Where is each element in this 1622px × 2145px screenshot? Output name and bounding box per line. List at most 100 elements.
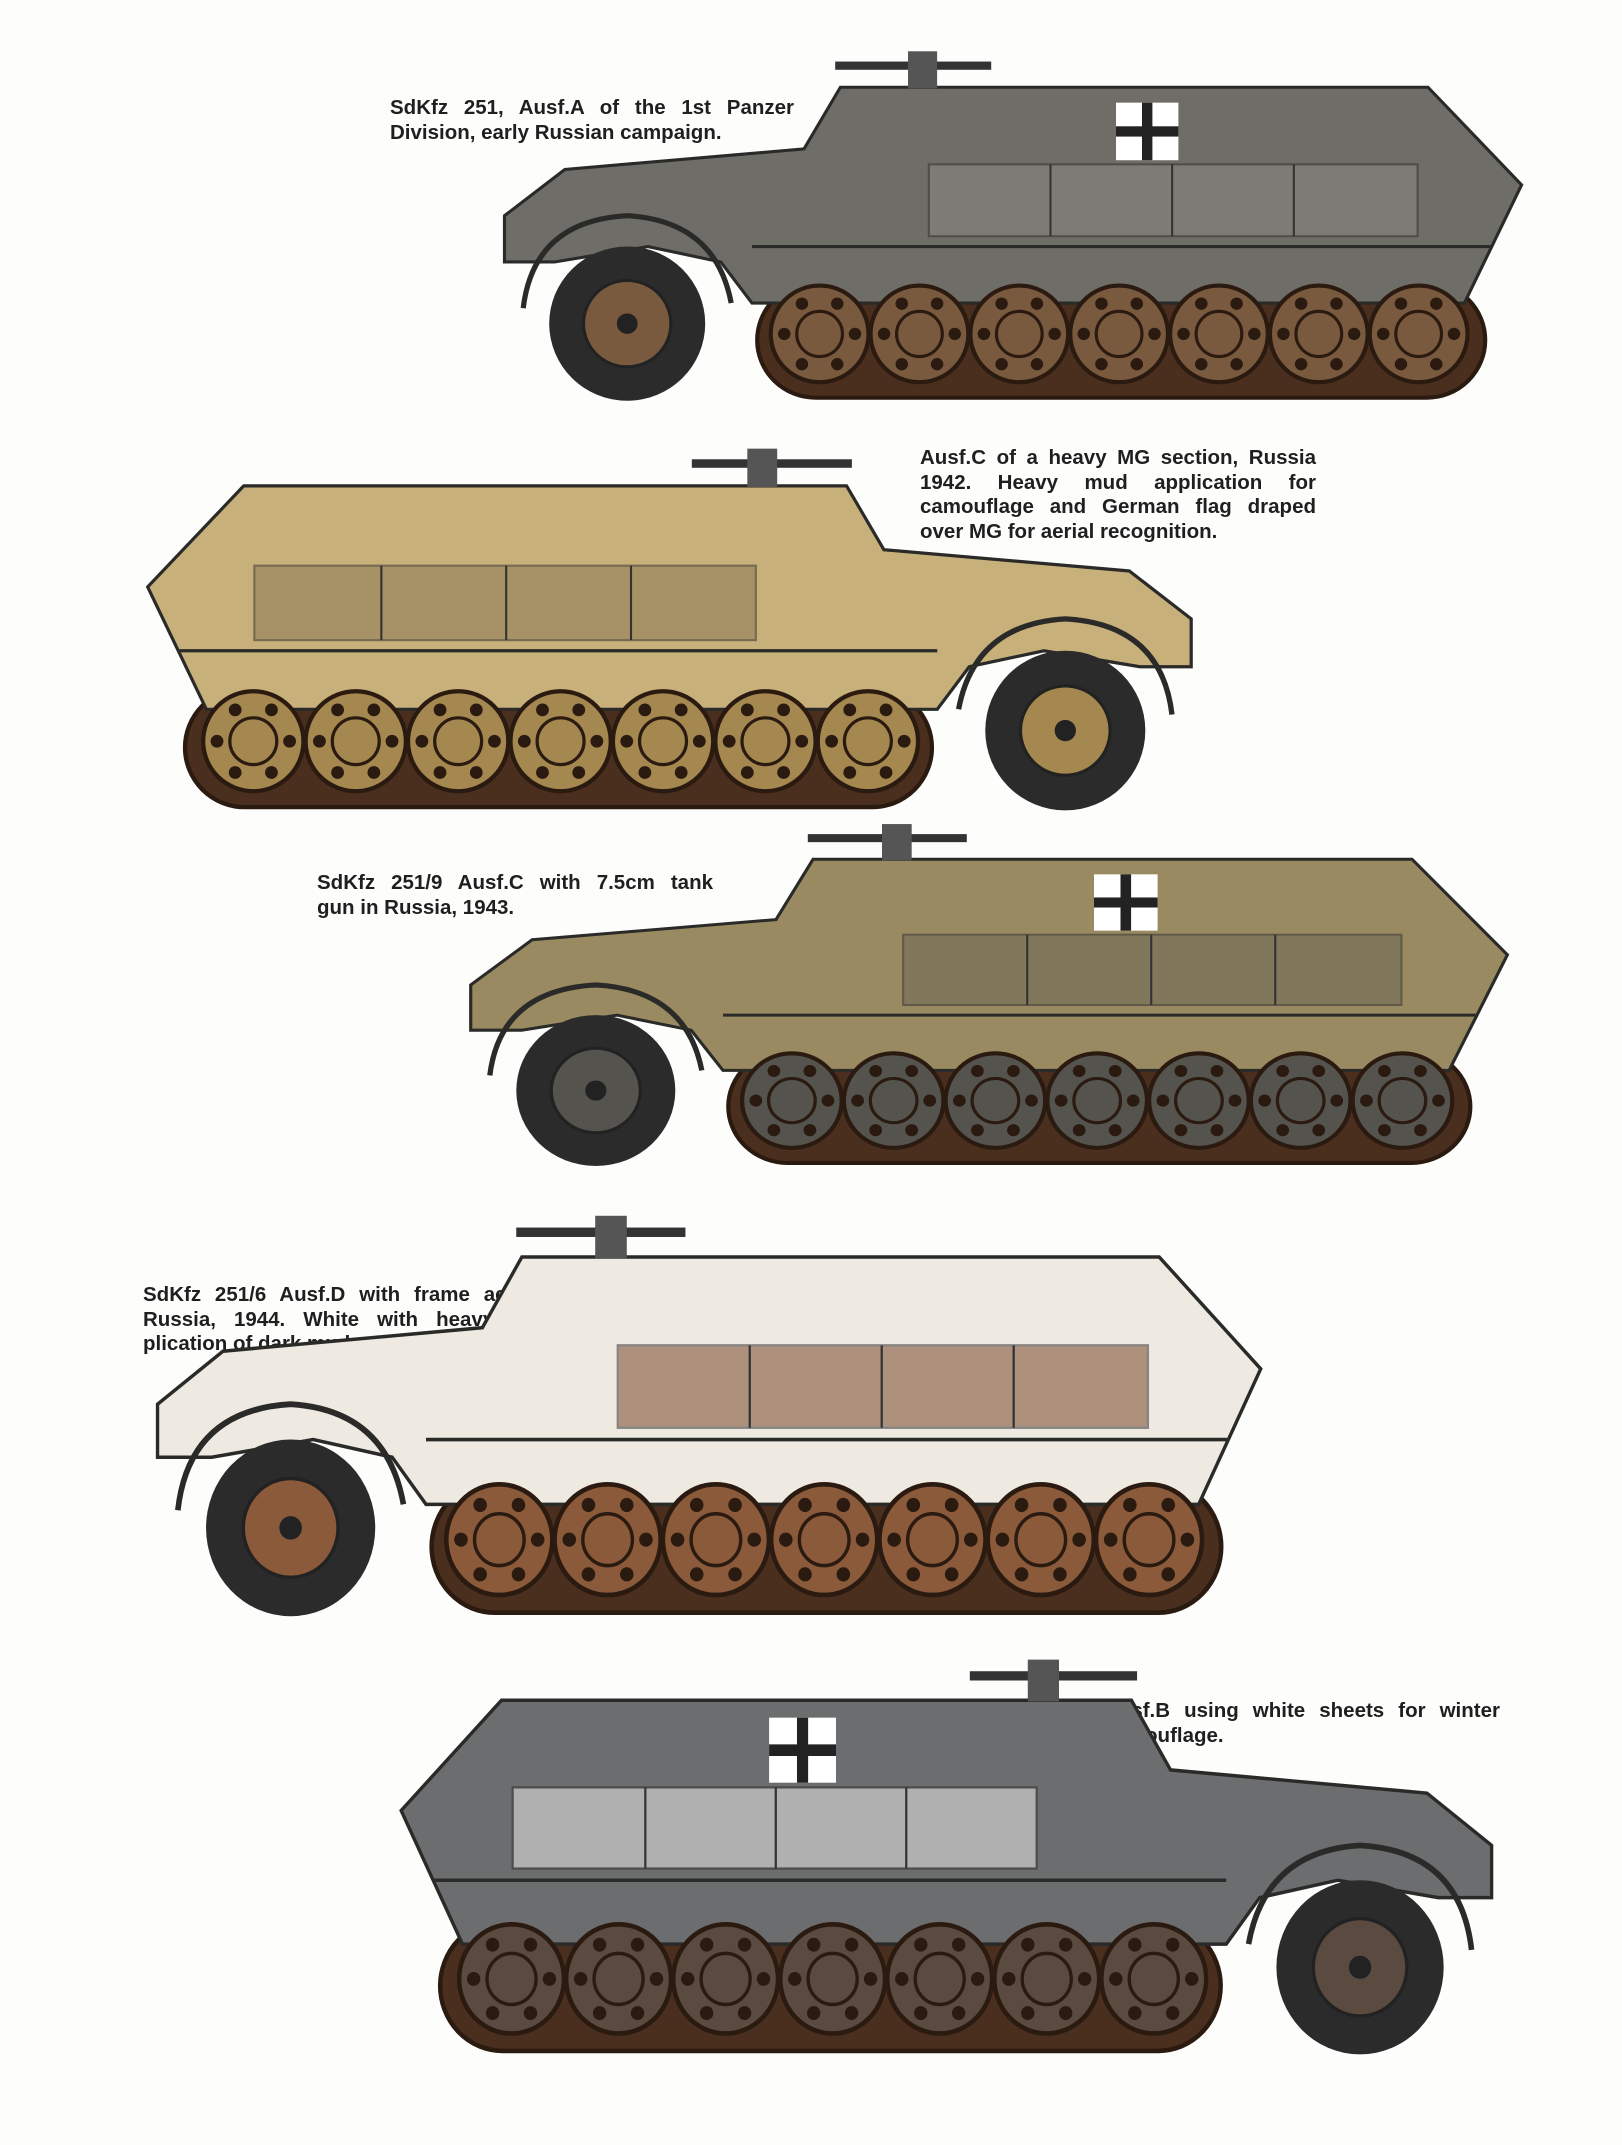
road-wheel-hole xyxy=(844,2006,859,2021)
road-wheel-hole xyxy=(747,1532,762,1547)
road-wheel-hole xyxy=(313,734,326,748)
road-wheel-hole xyxy=(620,1567,634,1582)
road-wheel-hole xyxy=(228,703,242,717)
road-wheel-hole xyxy=(1072,1124,1086,1137)
road-wheel-hole xyxy=(995,358,1008,371)
road-wheel-hole xyxy=(1130,358,1144,371)
road-wheel-hole xyxy=(228,766,242,779)
road-wheel-hole xyxy=(756,1971,771,1986)
road-wheel-rim xyxy=(1275,1076,1326,1125)
road-wheel-hole xyxy=(906,1497,921,1513)
halftrack-drawing xyxy=(399,1659,1494,2055)
road-wheel-hole xyxy=(825,734,839,748)
road-wheel-hole xyxy=(485,1937,500,1952)
halftrack-group xyxy=(155,1215,1263,1617)
road-wheel-hole xyxy=(1414,1124,1427,1137)
road-wheel-hole xyxy=(879,766,893,779)
road-wheel-hole xyxy=(1054,1094,1068,1107)
road-wheel-hole xyxy=(592,1937,607,1952)
road-wheel-hole xyxy=(674,703,688,717)
road-wheel-rim xyxy=(1127,1951,1180,2007)
road-wheel-hole xyxy=(1130,297,1144,310)
road-wheel-rim xyxy=(581,1511,635,1568)
road-wheel-hole xyxy=(1210,1124,1224,1137)
road-wheel-hole xyxy=(722,734,736,748)
road-wheel-hole xyxy=(1330,297,1343,310)
road-wheel-hole xyxy=(1195,358,1208,371)
road-wheel-hole xyxy=(930,358,944,371)
road-wheel-hole xyxy=(737,1937,752,1952)
road-wheel-rim xyxy=(970,1076,1021,1125)
road-wheel-hole xyxy=(1177,327,1190,341)
halftrack-illustration-5 xyxy=(390,1648,1505,2066)
road-wheel-hole xyxy=(895,297,908,310)
road-wheel-hole xyxy=(848,327,862,341)
road-wheel-hole xyxy=(1014,1567,1029,1582)
road-wheel-hole xyxy=(803,1064,817,1078)
road-wheel-hole xyxy=(877,327,891,341)
road-wheel-hole xyxy=(536,766,549,779)
road-wheel-hole xyxy=(1109,1971,1123,1986)
road-wheel-rim xyxy=(868,1076,919,1125)
caption-line: SdKfz 251/6 Ausf.D with frame aerial, xyxy=(143,1283,543,1306)
road-wheel-hole xyxy=(536,703,549,717)
halftrack-illustration-1 xyxy=(492,41,1532,411)
road-wheel-hole xyxy=(692,734,706,748)
road-wheel-hole xyxy=(1128,1937,1142,1952)
road-wheel-hole xyxy=(1156,1094,1170,1107)
road-wheel-hole xyxy=(511,1497,526,1513)
road-wheel-hole xyxy=(740,703,754,717)
halftrack-drawing xyxy=(155,1215,1263,1617)
road-wheel-hole xyxy=(433,703,447,717)
road-wheel-rim xyxy=(1020,1951,1073,2007)
road-wheel-hole xyxy=(581,1567,596,1582)
road-wheel-hole xyxy=(1007,1064,1020,1078)
road-wheel-hole xyxy=(807,1937,821,1952)
road-wheel-hole xyxy=(788,1971,802,1986)
road-wheel-hole xyxy=(964,1532,978,1547)
road-wheel-hole xyxy=(530,1532,545,1547)
road-wheel-hole xyxy=(469,703,483,717)
road-wheel-hole xyxy=(895,358,908,371)
road-wheel-rim xyxy=(842,716,893,767)
road-wheel-rim xyxy=(806,1951,859,2007)
road-wheel-hole xyxy=(1248,327,1261,341)
halftrack-group xyxy=(469,824,1510,1166)
road-wheel-hole xyxy=(831,297,844,310)
front-fender xyxy=(175,1401,407,1511)
road-wheel-rim xyxy=(905,1511,959,1568)
road-wheel-rim xyxy=(913,1951,966,2007)
road-wheel-hole xyxy=(1347,327,1361,341)
road-wheel-hole xyxy=(1430,358,1443,371)
road-wheel-hole xyxy=(777,703,791,717)
road-wheel-hole xyxy=(953,1094,966,1107)
road-wheel-hole xyxy=(795,358,809,371)
front-wheel-center xyxy=(1348,1955,1372,1979)
road-wheel-rim xyxy=(228,716,279,767)
road-wheel xyxy=(201,689,306,794)
caption-line: SdKfz 251, Ausf.A of the 1st Panzer xyxy=(390,96,794,119)
road-wheel-hole xyxy=(930,297,944,310)
road-wheel-hole xyxy=(1330,358,1343,371)
road-wheel-hole xyxy=(1430,297,1443,310)
road-wheel-hole xyxy=(728,1497,742,1513)
road-wheel-hole xyxy=(265,703,278,717)
road-wheel-hole xyxy=(454,1532,468,1547)
road-wheel-hole xyxy=(1174,1124,1188,1137)
road-wheel-hole xyxy=(821,1094,835,1107)
road-wheel-hole xyxy=(385,734,399,748)
cross-marking-bar xyxy=(769,1744,836,1756)
road-wheel-hole xyxy=(1378,1124,1391,1137)
road-wheel-hole xyxy=(1180,1532,1195,1547)
road-wheel-hole xyxy=(1276,1124,1290,1137)
road-wheel-hole xyxy=(951,2006,966,2021)
road-wheel-hole xyxy=(620,1497,634,1513)
road-wheel-hole xyxy=(887,1532,901,1547)
halftrack-group xyxy=(399,1659,1494,2055)
road-wheel-rim xyxy=(485,1951,538,2007)
road-wheel-rim xyxy=(740,716,791,767)
road-wheel-hole xyxy=(630,2006,645,2021)
road-wheel-hole xyxy=(831,358,844,371)
road-wheel-hole xyxy=(689,1567,704,1582)
road-wheel-hole xyxy=(1148,327,1161,341)
